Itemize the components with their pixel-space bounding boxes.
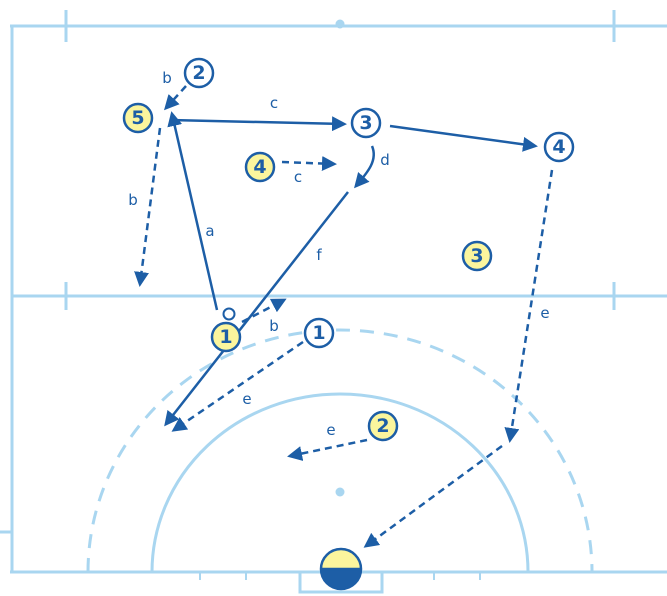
goalkeeper: [319, 547, 363, 591]
svg-text:2: 2: [192, 62, 205, 84]
defender-3: 3: [350, 107, 382, 139]
pass-f: [164, 191, 349, 427]
attacker-5: 5: [122, 102, 154, 134]
ball-marker: [222, 307, 236, 321]
center-spot: [335, 19, 345, 29]
svg-text:3: 3: [359, 112, 372, 134]
pass-a: [167, 111, 219, 311]
svg-text:1: 1: [219, 326, 232, 348]
label-e-mid: e: [326, 421, 335, 439]
action-labels: a b b b c c d e e e f: [128, 69, 549, 439]
field-markings: [0, 10, 667, 594]
dashed-circle: [86, 328, 594, 573]
run-e-left: [171, 340, 304, 432]
attackers: 5 4 3 1 2: [122, 102, 493, 442]
run-e-right: [504, 169, 554, 443]
svg-text:4: 4: [552, 136, 565, 158]
label-c-top: c: [270, 94, 278, 112]
run-b-top: [163, 85, 187, 111]
attacker-2: 2: [367, 410, 399, 442]
svg-text:2: 2: [376, 415, 389, 437]
svg-text:4: 4: [253, 156, 266, 178]
attacker-3: 3: [461, 240, 493, 272]
run-e-mid: [287, 438, 368, 461]
label-c-mid: c: [294, 168, 302, 186]
attacker-1: 1: [210, 321, 242, 353]
run-c-mid: [281, 156, 337, 172]
label-b-top: b: [162, 69, 172, 87]
defender-1: 1: [303, 317, 335, 349]
runs: [134, 85, 554, 548]
label-d: d: [380, 151, 390, 169]
label-b-right: b: [269, 317, 279, 335]
attacker-4: 4: [244, 151, 276, 183]
defenders: 2 3 4 1: [183, 57, 575, 349]
run-to-goal: [363, 444, 503, 548]
shooting-circle: [150, 392, 530, 573]
run-b-right: [241, 298, 287, 324]
penalty-spot: [335, 487, 345, 497]
label-a: a: [205, 222, 214, 240]
label-f: f: [316, 246, 322, 264]
pass-to-4: [389, 124, 538, 152]
defender-4: 4: [543, 131, 575, 163]
svg-text:3: 3: [470, 245, 483, 267]
passes: [164, 111, 538, 427]
curve-d: [354, 145, 375, 189]
label-b-left: b: [128, 191, 138, 209]
run-b-left: [134, 127, 162, 287]
svg-text:5: 5: [131, 107, 144, 129]
label-e-left: e: [242, 390, 251, 408]
defender-2: 2: [183, 57, 215, 89]
svg-text:1: 1: [312, 322, 325, 344]
label-e-right: e: [540, 304, 549, 322]
pass-c: [169, 116, 347, 132]
